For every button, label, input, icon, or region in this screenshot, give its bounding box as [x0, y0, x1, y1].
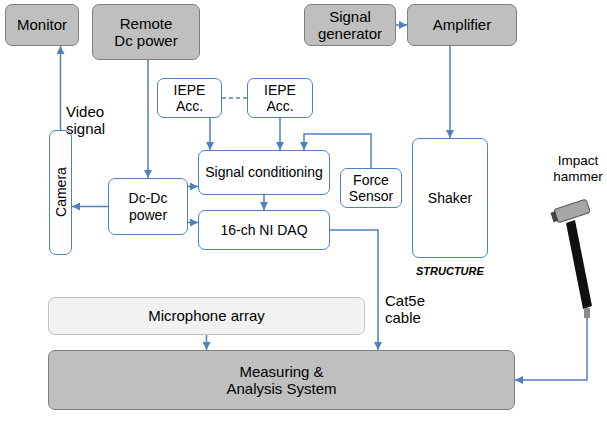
- signal-arrow: [60, 46, 62, 130]
- structure-outline-path: [10, 74, 548, 284]
- hammer-head: [550, 199, 590, 224]
- system-box: Measuring & Analysis System: [48, 350, 515, 410]
- node-label: Remote Dc power: [111, 15, 181, 50]
- node-label: Signal generator: [310, 8, 390, 43]
- node-label: Signal conditioning: [205, 164, 323, 180]
- signal-arrow: [396, 24, 407, 26]
- signal-arrow: [209, 118, 211, 150]
- node-label: Force Sensor: [346, 172, 396, 204]
- edge-label: Cat5e cable: [385, 292, 435, 327]
- actuator-box: Shaker: [412, 138, 488, 258]
- signal-arrow: [188, 186, 198, 188]
- region-title: STRUCTURE: [416, 265, 484, 278]
- power-box: Dc-Dc power: [108, 178, 188, 235]
- hammer-handle: [566, 220, 592, 309]
- sensor-box: IEPE Acc.: [247, 78, 313, 118]
- node-label: 16-ch NI DAQ: [220, 222, 307, 238]
- sensor-box: IEPE Acc.: [157, 78, 222, 118]
- node-label: Camera: [52, 168, 68, 218]
- node-label: IEPE Acc.: [166, 82, 214, 114]
- camera-box: Camera: [49, 130, 72, 255]
- sensor-array-box: Microphone array: [48, 297, 365, 335]
- hammer-cable: [515, 318, 587, 380]
- node-label: Measuring & Analysis System: [224, 363, 339, 398]
- impact-hammer: [550, 199, 592, 318]
- hammer-connector: [584, 308, 590, 318]
- node-label: Amplifier: [433, 16, 491, 33]
- sensor-box: Force Sensor: [340, 168, 402, 208]
- device-box: Monitor: [5, 4, 79, 46]
- module-box: Signal conditioning: [198, 150, 330, 195]
- device-label: Impact hammer: [551, 153, 605, 184]
- module-box: 16-ch NI DAQ: [198, 210, 330, 250]
- node-label: Shaker: [428, 190, 472, 206]
- signal-arrow: [147, 60, 149, 178]
- device-box: Signal generator: [304, 4, 396, 47]
- node-label: Monitor: [17, 16, 67, 33]
- signal-arrow: [188, 222, 198, 224]
- node-label: Microphone array: [148, 307, 265, 324]
- node-label: Dc-Dc power: [121, 190, 176, 222]
- signal-arrow: [449, 46, 451, 138]
- signal-arrow: [279, 118, 281, 150]
- node-label: IEPE Acc.: [256, 82, 304, 114]
- signal-arrow: [206, 335, 208, 350]
- device-box: Amplifier: [407, 4, 517, 46]
- dashed-link: [222, 97, 247, 99]
- signal-label: Video signal: [66, 103, 118, 138]
- signal-arrow: [263, 195, 265, 210]
- signal-arrow: [72, 206, 108, 208]
- power-box: Remote Dc power: [92, 4, 200, 60]
